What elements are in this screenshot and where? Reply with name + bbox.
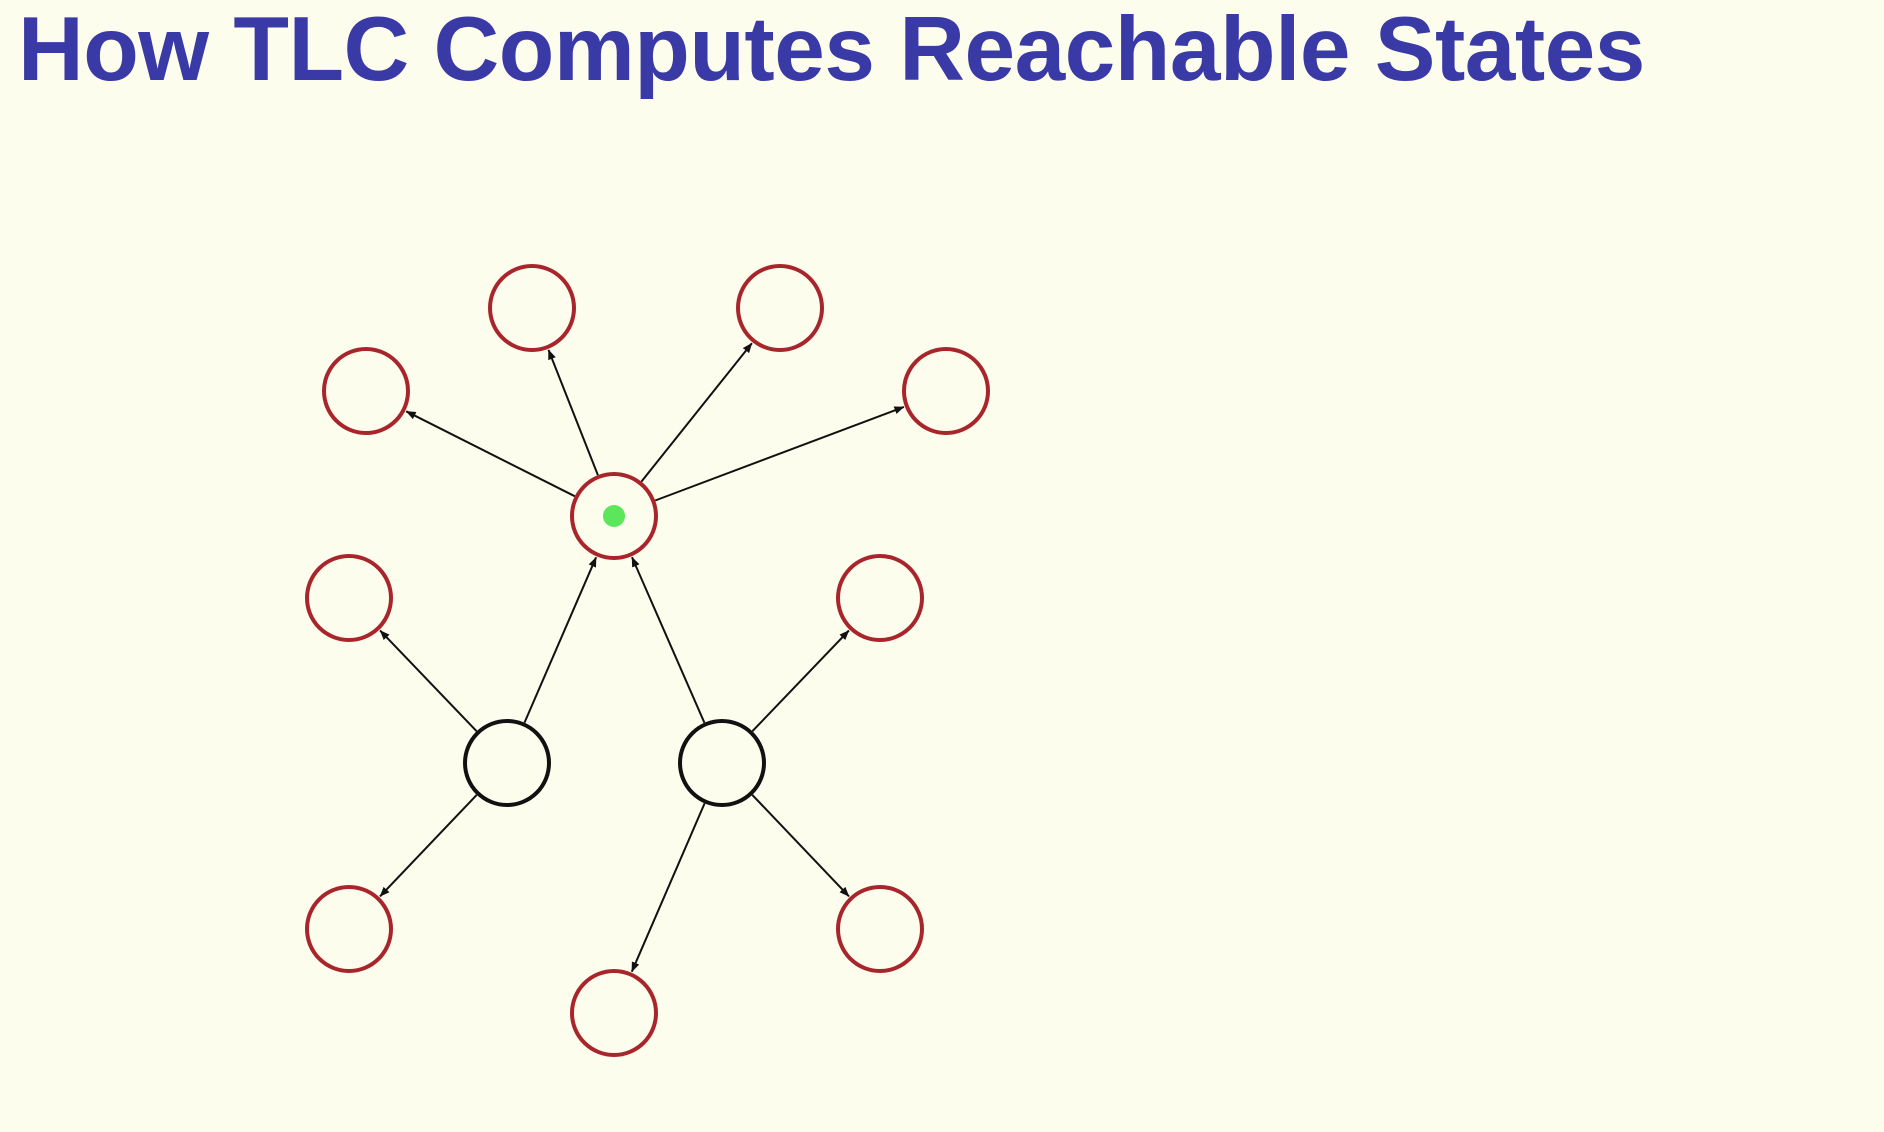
state-node-top-right	[736, 264, 824, 352]
state-node-bottom-left	[305, 885, 393, 973]
state-node-init-right	[678, 719, 766, 807]
edge-current-to-top-left	[547, 349, 599, 476]
state-node-init-left	[463, 719, 551, 807]
state-node-top-left	[488, 264, 576, 352]
state-node-mid-right	[836, 554, 924, 642]
edge-current-to-top-right	[640, 342, 753, 483]
state-node-bottom-center	[570, 969, 658, 1057]
current-state-marker	[603, 505, 625, 527]
edge-init-right-to-current	[631, 556, 706, 724]
edge-current-to-upper-far-left	[405, 410, 576, 498]
state-node-bottom-right	[836, 885, 924, 973]
slide-title: How TLC Computes Reachable States	[18, 0, 1645, 100]
edge-current-to-upper-far-right	[654, 405, 905, 502]
edge-init-left-to-mid-left	[379, 629, 478, 732]
state-node-upper-far-left	[322, 347, 410, 435]
state-node-mid-left	[305, 554, 393, 642]
edge-init-right-to-bottom-center	[630, 803, 706, 973]
edge-init-left-to-current	[523, 556, 598, 723]
state-node-upper-far-right	[902, 347, 990, 435]
edge-init-left-to-bottom-left	[379, 794, 478, 898]
nodes-layer	[305, 264, 990, 1057]
edge-init-right-to-bottom-right	[751, 794, 850, 898]
edge-init-right-to-mid-right	[751, 629, 850, 732]
edges-layer	[379, 342, 905, 973]
